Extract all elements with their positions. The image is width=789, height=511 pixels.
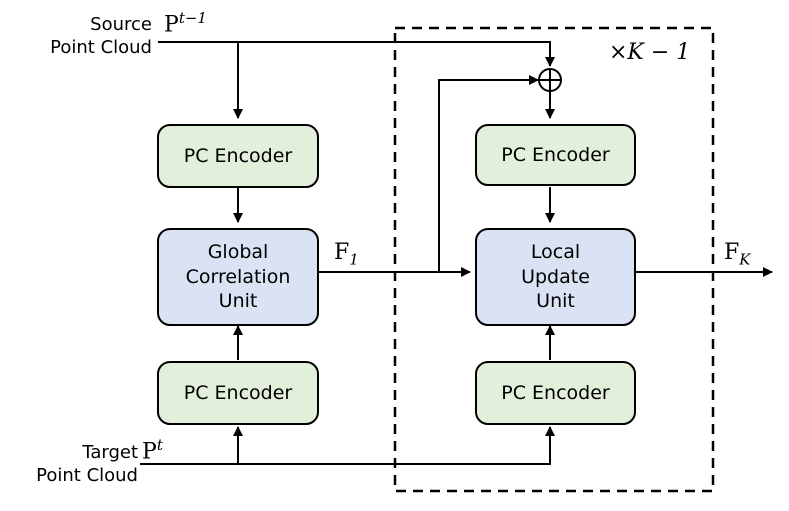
local-update-line3: Unit bbox=[536, 290, 575, 313]
source-point-cloud-label: Source Point Cloud bbox=[20, 14, 152, 59]
source-symbol-superscript: t−1 bbox=[178, 9, 207, 27]
local-update-line2: Update bbox=[521, 265, 590, 288]
source-label-line1: Source bbox=[90, 14, 152, 35]
repeat-count-label: ×K − 1 bbox=[609, 40, 691, 65]
f1-label: F1 bbox=[334, 240, 359, 269]
feedback-arrow bbox=[438, 75, 539, 272]
global-correlation-line3: Unit bbox=[218, 290, 258, 313]
target-point-cloud-label: Target Point Cloud bbox=[4, 442, 138, 487]
target-symbol: Pt bbox=[142, 436, 163, 465]
source-symbol: Pt−1 bbox=[164, 9, 207, 38]
source-line bbox=[158, 41, 555, 67]
source-label-line2: Point Cloud bbox=[50, 36, 152, 58]
sum-node-icon bbox=[538, 68, 562, 92]
global-correlation-line2: Correlation bbox=[185, 265, 291, 288]
target-label-line1: Target bbox=[82, 442, 138, 463]
target-label-line2: Point Cloud bbox=[36, 464, 138, 486]
fk-label: FK bbox=[724, 240, 751, 269]
local-update-line1: Local bbox=[530, 240, 581, 263]
global-correlation-line1: Global bbox=[207, 240, 269, 263]
right-bottom-pc-encoder: PC Encoder bbox=[475, 361, 636, 425]
left-top-pc-encoder: PC Encoder bbox=[157, 124, 319, 188]
right-top-pc-encoder: PC Encoder bbox=[475, 124, 636, 186]
local-update-unit: Local Update Unit bbox=[475, 228, 636, 326]
global-correlation-unit: Global Correlation Unit bbox=[157, 228, 319, 326]
fk-subscript: K bbox=[739, 250, 751, 269]
target-line bbox=[140, 426, 555, 465]
left-bottom-pc-encoder: PC Encoder bbox=[157, 361, 319, 425]
target-symbol-superscript: t bbox=[156, 436, 163, 454]
f1-subscript: 1 bbox=[349, 250, 359, 269]
repeat-region-dashed-box bbox=[393, 26, 715, 493]
